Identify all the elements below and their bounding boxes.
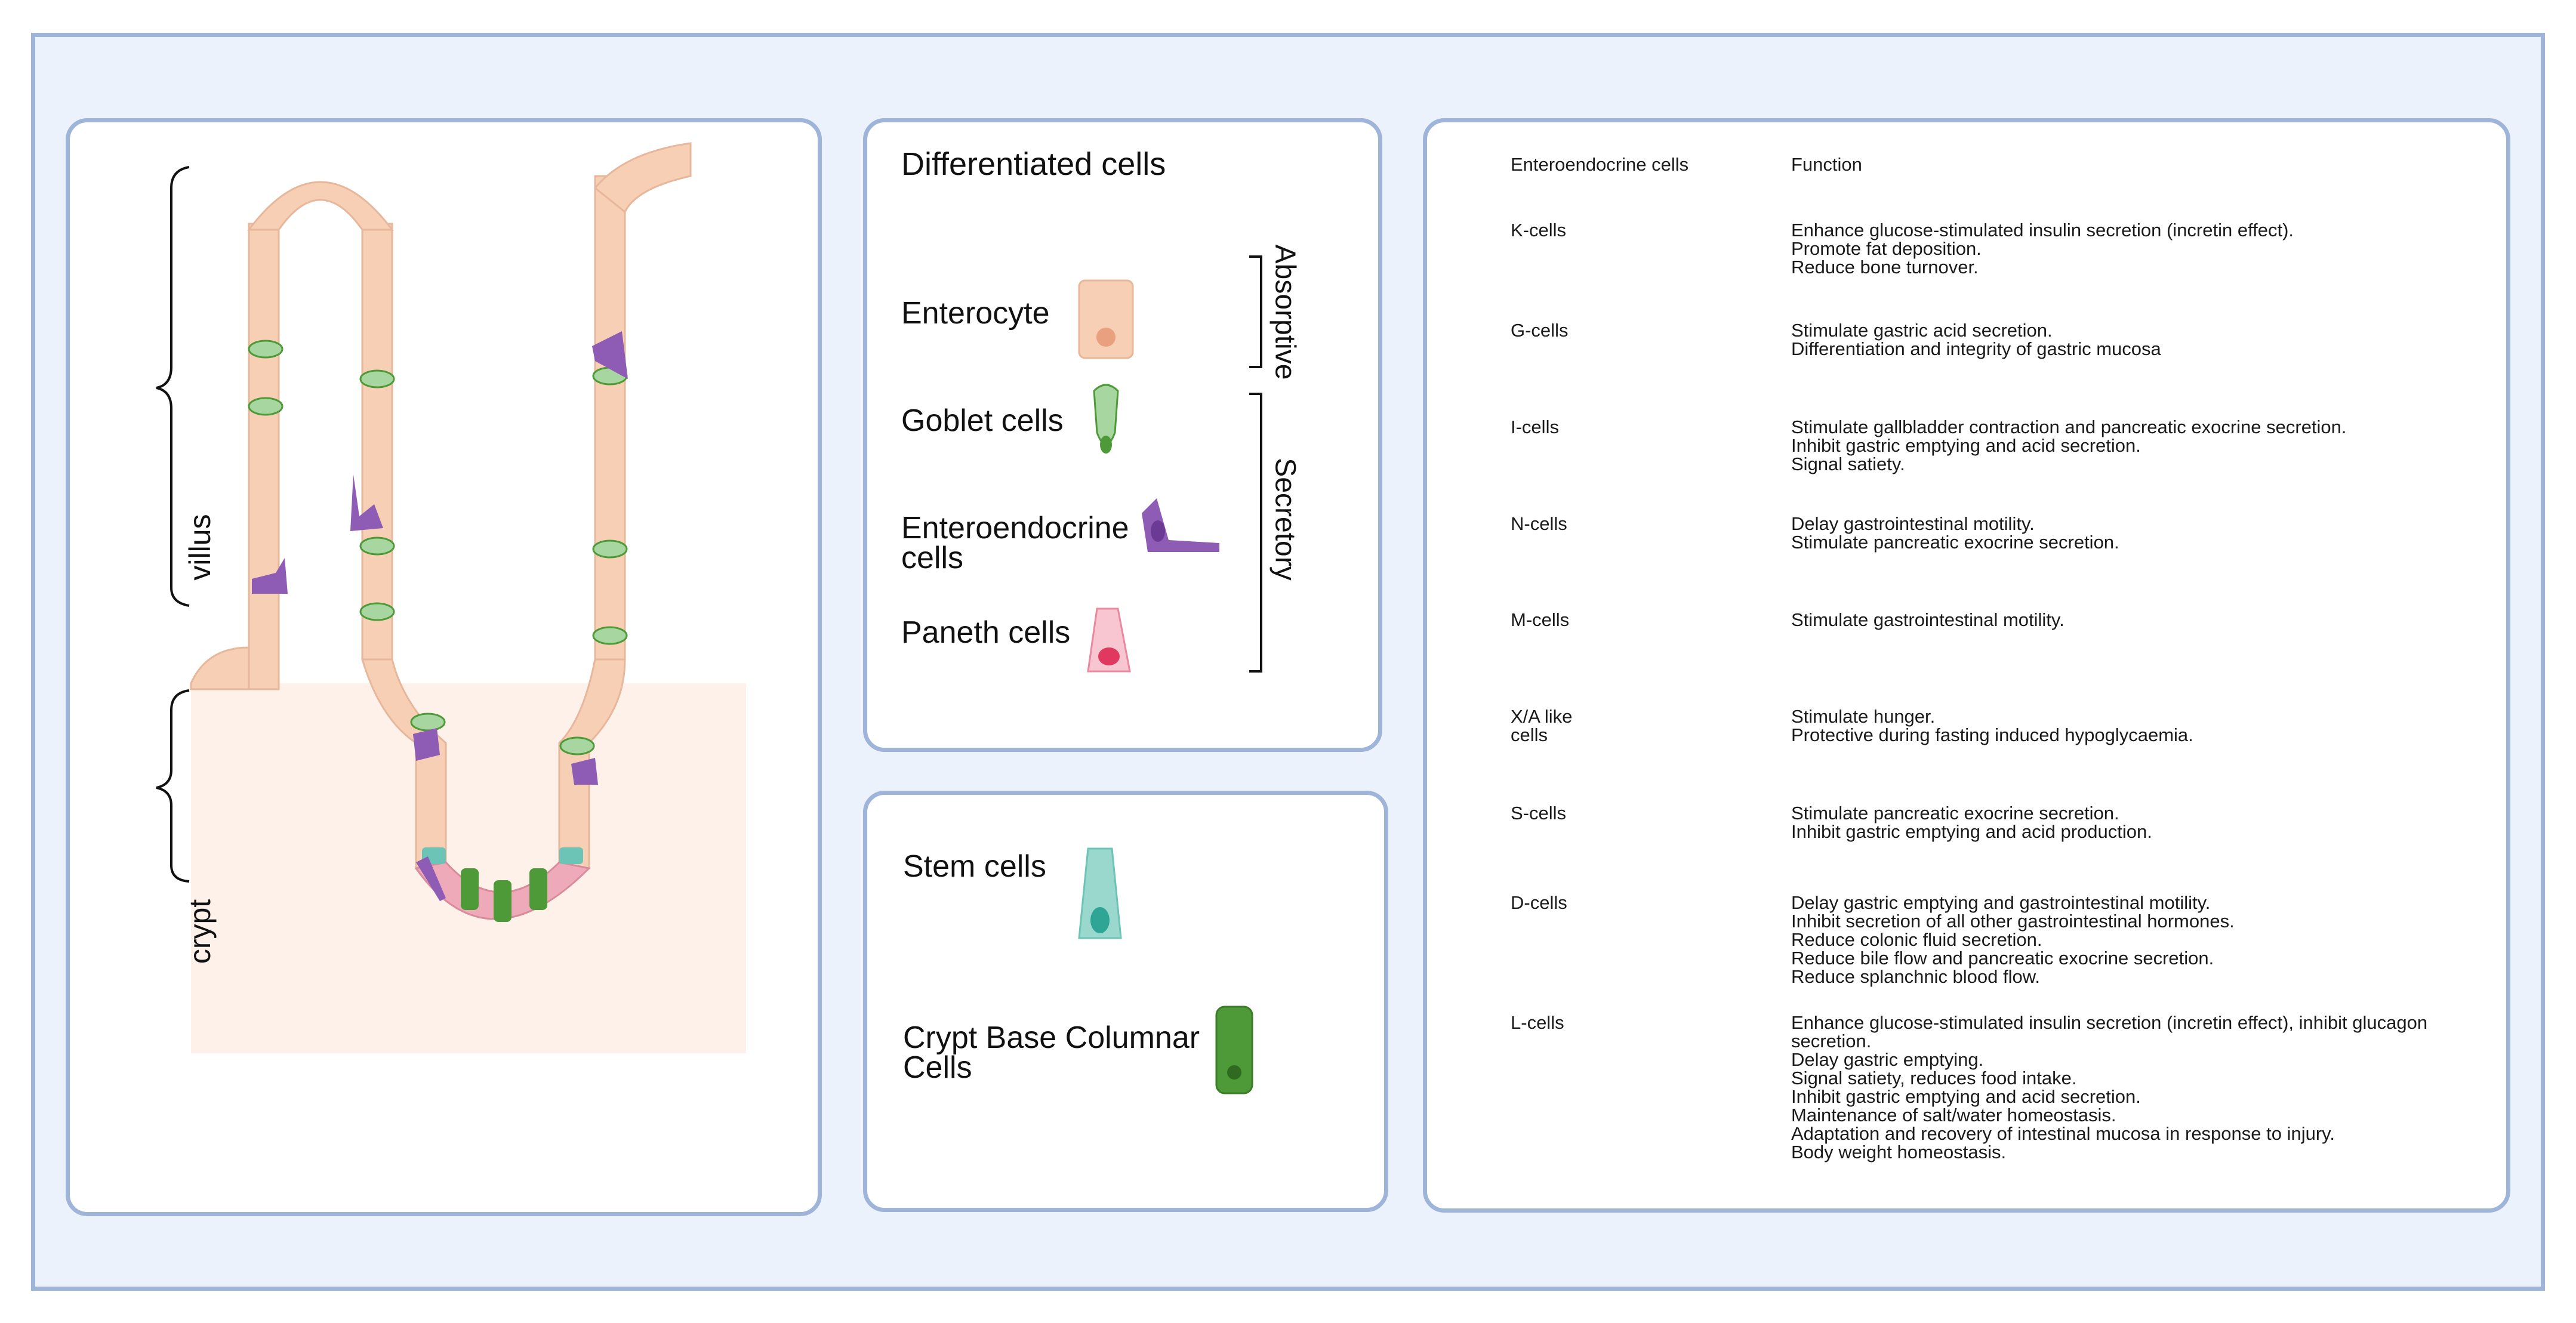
goblet-cell	[248, 397, 284, 416]
table-header-function: Function	[1791, 154, 1862, 175]
goblet-cell	[248, 340, 284, 359]
cbc-nucleus	[1227, 1065, 1241, 1080]
table-row-function: Stimulate gallbladder contraction and pa…	[1791, 417, 2347, 474]
stem-cell	[559, 847, 583, 864]
table-row-function: Stimulate gastrointestinal motility.	[1791, 609, 2065, 630]
goblet-icon	[1093, 384, 1119, 446]
goblet-cell	[359, 536, 395, 556]
crypt-label: crypt	[183, 899, 217, 964]
villus-tip	[246, 181, 395, 231]
differentiated-cells-panel: Differentiated cells Enterocyte Goblet c…	[863, 118, 1382, 752]
absorptive-bracket	[1249, 255, 1262, 368]
table-row-cell: N-cells	[1511, 513, 1567, 534]
goblet-cell	[592, 626, 628, 645]
enterocyte-icon	[1078, 279, 1134, 359]
table-row-function: Stimulate gastric acid secretion. Differ…	[1791, 320, 2161, 359]
villus-wall-right-2	[594, 175, 626, 661]
table-row-function: Enhance glucose-stimulated insulin secre…	[1791, 1012, 2428, 1162]
enterocyte-label: Enterocyte	[901, 296, 1050, 331]
enteroendocrine-cell	[252, 558, 288, 594]
table-row-function: Enhance glucose-stimulated insulin secre…	[1791, 220, 2294, 277]
absorptive-label: Absorptive	[1269, 244, 1301, 380]
goblet-cell	[592, 539, 628, 559]
crypt-base-columnar-label: Crypt Base Columnar Cells	[903, 1020, 1200, 1085]
villus-label: villus	[183, 514, 217, 581]
differentiated-cells-title: Differentiated cells	[901, 146, 1166, 182]
differentiated-cells-icons	[1078, 255, 1262, 673]
villus-tip-right	[593, 142, 692, 214]
villus-wall-left	[248, 223, 280, 690]
crypt-brace	[156, 689, 190, 883]
table-row-cell: I-cells	[1511, 417, 1559, 437]
villus-crypt-diagram-panel: villus crypt	[66, 118, 822, 1216]
goblet-nucleus	[1100, 436, 1112, 454]
goblet-cell	[559, 736, 595, 755]
goblet-cell	[410, 713, 446, 732]
stem-cells-label: Stem cells	[903, 849, 1046, 884]
secretory-label: Secretory	[1269, 458, 1301, 581]
villus-brace	[156, 166, 190, 607]
cbc-cell	[529, 868, 547, 910]
stem-cells-icons	[1078, 847, 1253, 1094]
enteroendocrine-label: Enteroendocrine cells	[901, 511, 1129, 575]
table-row-cell: L-cells	[1511, 1012, 1564, 1033]
table-row-cell: X/A like cells	[1511, 706, 1573, 745]
stem-cell-icon	[1078, 847, 1122, 939]
enteroendocrine-function-table: Enteroendocrine cells Function K-cells E…	[1423, 118, 2510, 1213]
enteroendocrine-cell	[413, 728, 440, 761]
goblet-cell	[359, 602, 395, 621]
table-row-cell: K-cells	[1511, 220, 1567, 240]
enterocyte-nucleus	[1096, 328, 1116, 347]
enteroendocrine-cell	[416, 856, 446, 901]
table-row-function: Delay gastrointestinal motility. Stimula…	[1791, 513, 2119, 553]
cbc-cell	[494, 880, 511, 922]
villus-wall-right	[361, 223, 393, 661]
cbc-cell	[461, 868, 479, 910]
villus-base	[190, 646, 250, 690]
table-row-cell: G-cells	[1511, 320, 1569, 341]
table-row-function: Stimulate hunger. Protective during fast…	[1791, 706, 2193, 745]
paneth-nucleus	[1098, 647, 1120, 665]
enteroendocrine-cell	[571, 758, 598, 785]
villus-crypt-illustration	[156, 142, 746, 1053]
table-row-function: Delay gastric emptying and gastrointesti…	[1791, 892, 2235, 987]
table-row-cell: D-cells	[1511, 892, 1567, 913]
enteroendocrine-cell	[350, 474, 383, 531]
cbc-cell-icon	[1215, 1006, 1253, 1094]
goblet-label: Goblet cells	[901, 403, 1064, 438]
stem-cells-panel: Stem cells Crypt Base Columnar Cells	[863, 791, 1388, 1212]
table-header-cell-type: Enteroendocrine cells	[1511, 154, 1689, 175]
table-row-cell: M-cells	[1511, 609, 1570, 630]
table-row-cell: S-cells	[1511, 803, 1567, 824]
table-row-function: Stimulate pancreatic exocrine secretion.…	[1791, 803, 2152, 842]
stem-cell-nucleus	[1090, 907, 1110, 933]
secretory-bracket	[1249, 393, 1262, 673]
paneth-label: Paneth cells	[901, 615, 1071, 650]
enteroendocrine-cell	[592, 331, 628, 379]
enteroendocrine-nucleus	[1151, 520, 1165, 542]
goblet-cell	[359, 369, 395, 388]
